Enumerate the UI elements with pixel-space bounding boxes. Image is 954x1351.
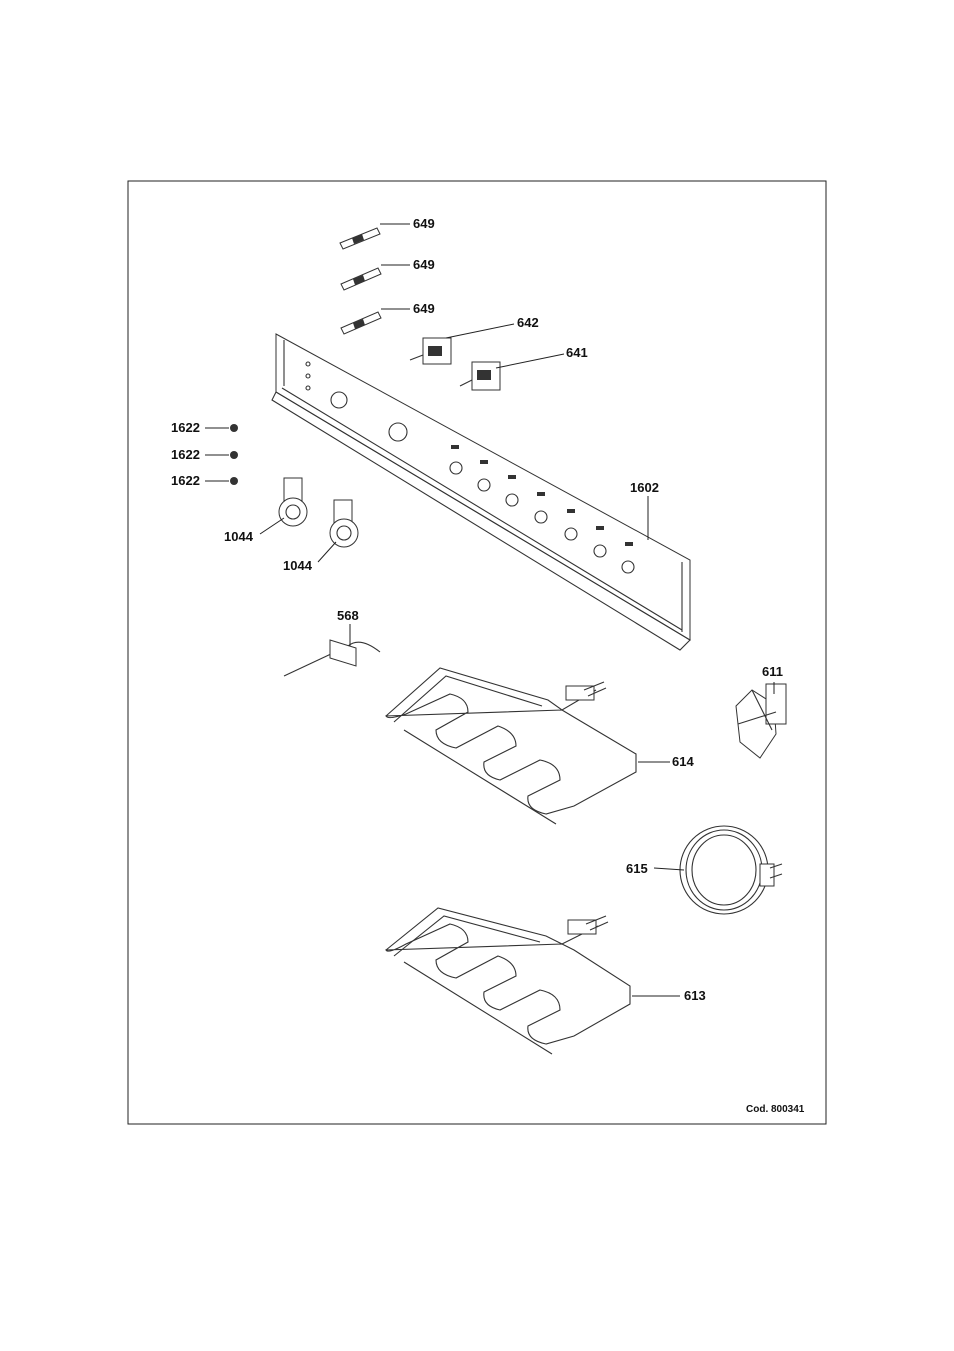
switch-641 <box>459 353 565 391</box>
label-bottom-element-613: 613 <box>684 988 706 1003</box>
fan-motor-611 <box>735 682 787 759</box>
shaft-649-1 <box>339 223 410 250</box>
label-knob-holder-1044-1: 1044 <box>224 529 254 544</box>
label-knob-holder-1044-2: 1044 <box>283 558 313 573</box>
screw-1622-1 <box>205 424 238 432</box>
label-shaft-649-3: 649 <box>413 301 435 316</box>
screw-1622-2 <box>205 451 238 459</box>
label-switch-641: 641 <box>566 345 588 360</box>
label-panel-1602: 1602 <box>630 480 659 495</box>
drawing-code: Cod. 800341 <box>746 1104 805 1115</box>
label-shaft-649-2: 649 <box>413 257 435 272</box>
ring-element-615 <box>653 825 783 915</box>
label-grill-element-614: 614 <box>672 754 694 769</box>
grill-element-614 <box>385 667 670 825</box>
diagram-frame <box>127 180 827 1125</box>
label-switch-642: 642 <box>517 315 539 330</box>
screw-1622-3 <box>205 477 238 485</box>
label-screw-1622-1: 1622 <box>171 420 200 435</box>
label-shaft-649-1: 649 <box>413 216 435 231</box>
bottom-element-613 <box>385 907 680 1055</box>
label-screw-1622-3: 1622 <box>171 473 200 488</box>
shaft-649-2 <box>340 264 410 291</box>
label-ring-element-615: 615 <box>626 861 648 876</box>
knob-holder-1044-2 <box>317 499 359 563</box>
shaft-649-3 <box>340 308 410 335</box>
knob-holder-1044-1 <box>259 477 308 535</box>
label-fan-motor-611: 611 <box>762 664 783 679</box>
control-panel-1602 <box>271 333 691 651</box>
rod-568 <box>283 624 381 677</box>
label-rod-568: 568 <box>337 608 359 623</box>
label-screw-1622-2: 1622 <box>171 447 200 462</box>
switch-642 <box>409 323 515 365</box>
